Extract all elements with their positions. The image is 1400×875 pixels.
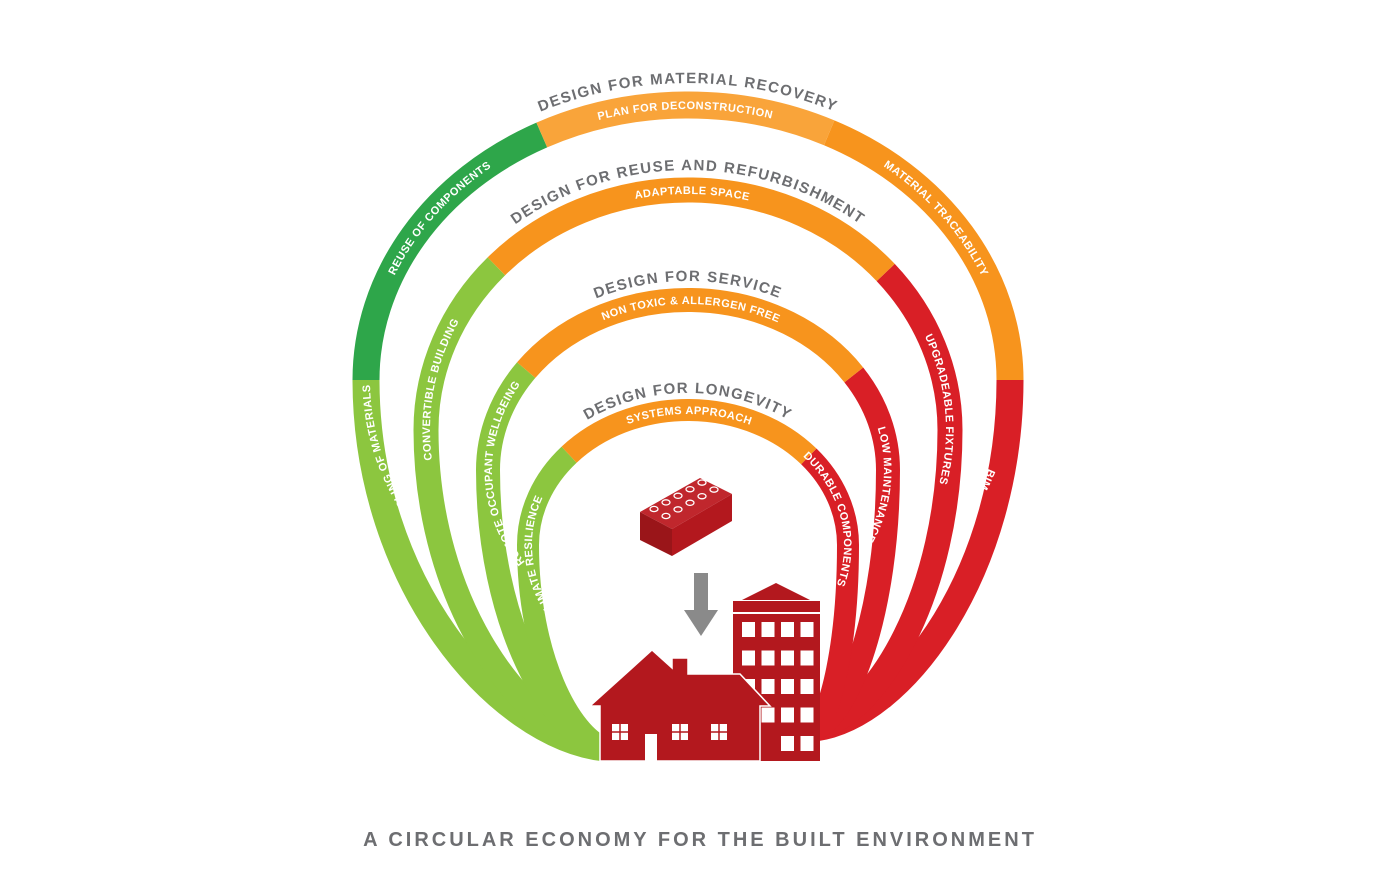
ring-4-right-leg (806, 544, 859, 737)
ring-3-left-lower-label: PROMOTE OCCUPANT WELLBEING (0, 0, 527, 568)
ring-2-top-band (487, 177, 895, 282)
tower-window (781, 650, 794, 666)
tower-window (781, 679, 794, 694)
ring-bands (352, 91, 1024, 546)
tower-window (800, 707, 814, 723)
tower-window (761, 622, 775, 637)
ring-4-top-band (561, 398, 817, 465)
brick-hole (709, 486, 719, 493)
brick-hole (673, 506, 683, 513)
tower-window (742, 622, 755, 637)
ring-3-side-band-left (476, 362, 536, 471)
ring-2-side-band-right (876, 263, 963, 431)
brick-hole (661, 512, 671, 520)
brick-hole (685, 485, 695, 493)
brick-hole (649, 505, 659, 513)
ring-2-left-leg (413, 429, 608, 761)
ring-4-side-band-left (517, 446, 577, 546)
tower-window (761, 679, 775, 694)
tower-window (781, 622, 794, 637)
diagram-caption: A CIRCULAR ECONOMY FOR THE BUILT ENVIRON… (363, 829, 1037, 851)
ring-3-top-band (517, 288, 864, 383)
brick-hole (661, 499, 671, 506)
ring-legs (352, 379, 1024, 762)
ring-3-side-band-right (844, 367, 900, 471)
ring-2-side-band-left (413, 257, 506, 431)
ring-1-top-band (536, 91, 835, 148)
tower-window (800, 650, 814, 666)
brick-hole (685, 499, 695, 507)
brick-hole (697, 492, 707, 500)
tower-window (800, 622, 814, 637)
tower-window (742, 650, 755, 666)
brick-icon (640, 478, 732, 556)
tower-window (761, 650, 775, 666)
ring-4-left-leg (517, 544, 610, 759)
ring-4-side-band-right (800, 448, 860, 546)
brick-hole (673, 492, 683, 500)
brick-hole (697, 479, 707, 486)
ring-3-left-lower-label-text: PROMOTE OCCUPANT WELLBEING (0, 0, 527, 568)
tower-window (761, 707, 775, 723)
down-arrow-icon (684, 573, 718, 636)
house-icon (588, 648, 772, 762)
ring-1-side-band-right (824, 120, 1024, 381)
tower-window (781, 736, 794, 751)
tower-window (800, 679, 814, 694)
tower-window (781, 707, 794, 723)
ring-1-side-band-left (352, 122, 548, 381)
tower-window (800, 736, 814, 751)
